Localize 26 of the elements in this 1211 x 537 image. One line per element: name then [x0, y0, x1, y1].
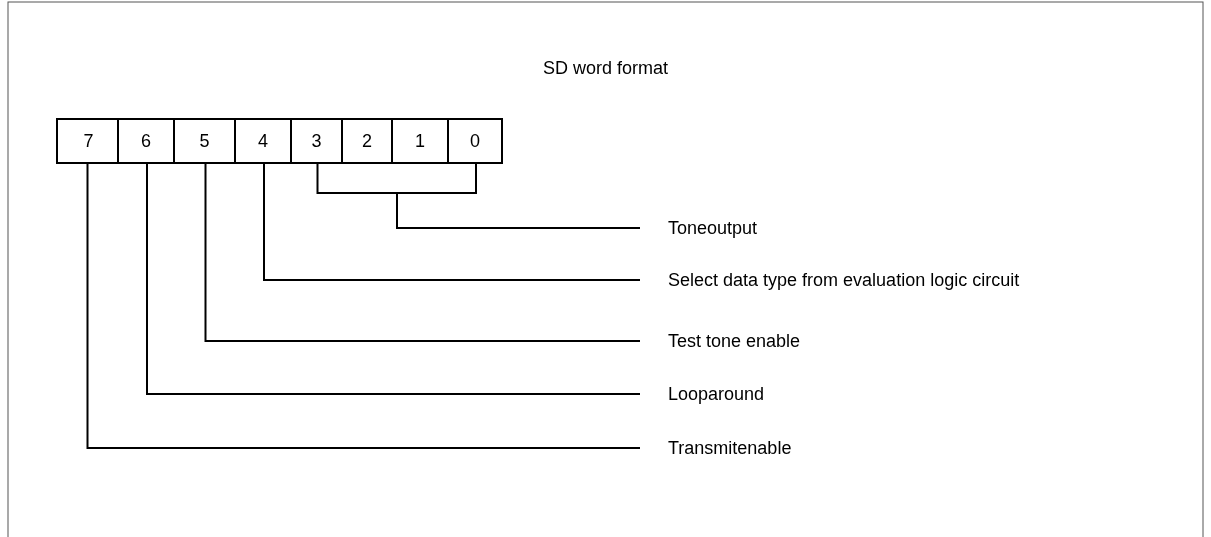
bit-number: 0: [470, 130, 480, 152]
field-label: Test tone enable: [640, 330, 801, 352]
bit-number: 7: [83, 130, 94, 152]
bit-cell: [173, 118, 236, 164]
bit-cell: [447, 118, 503, 164]
field-label: Toneoutput: [640, 217, 758, 239]
leader-line: [86, 163, 641, 449]
bit-cell: [290, 118, 343, 164]
field-label: Looparound: [640, 383, 765, 405]
bit-cell: [117, 118, 175, 164]
bit-cell: [391, 118, 449, 164]
leader-line: [204, 163, 641, 342]
bit-cell: [234, 118, 292, 164]
bit-number: 1: [415, 130, 425, 152]
bit-cell: [341, 118, 393, 164]
field-label: Select data type from evaluation logic circuit: [640, 269, 1020, 291]
leader-line: [146, 163, 641, 395]
bit-number: 5: [199, 130, 210, 152]
bit-number: 3: [311, 130, 322, 152]
bit-number: 6: [141, 130, 151, 152]
diagram-title: SD word format: [542, 58, 668, 79]
leader-line: [263, 163, 641, 281]
bit-number: 4: [258, 130, 268, 152]
leader-line: [316, 163, 641, 229]
bit-number: 2: [362, 130, 372, 152]
field-label: Transmitenable: [640, 437, 792, 459]
